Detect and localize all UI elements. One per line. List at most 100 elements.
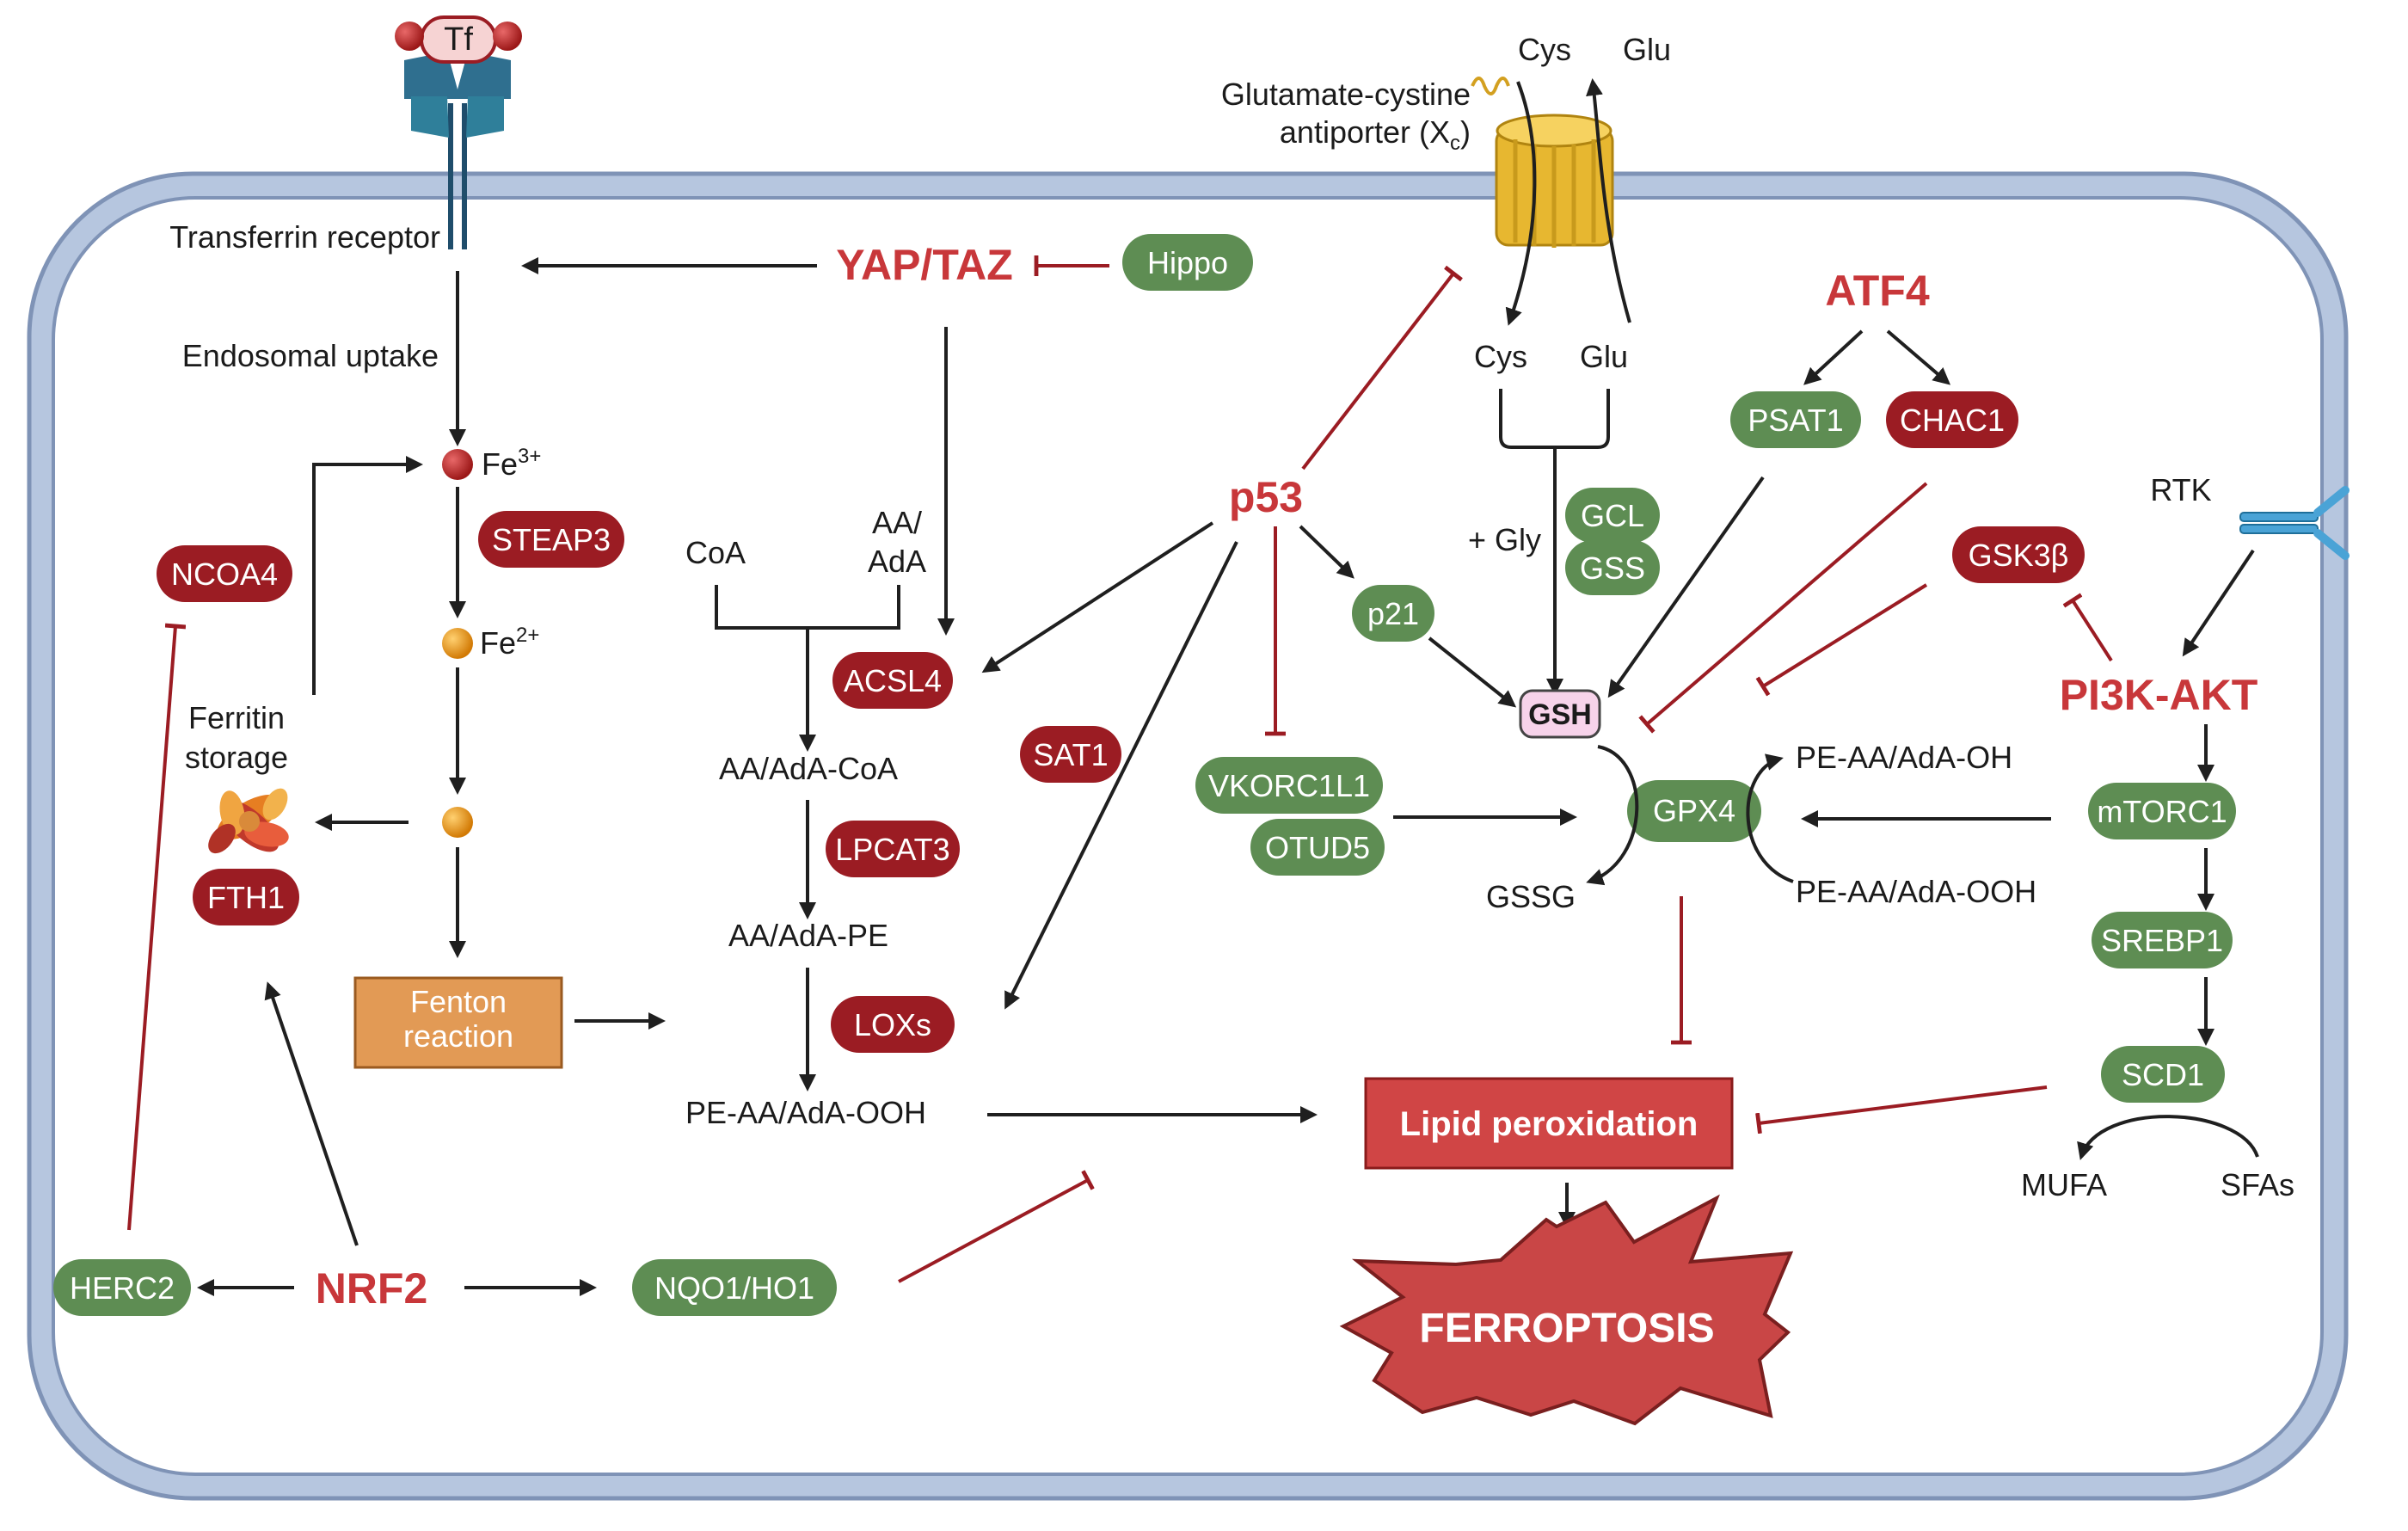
ferritin-label-line1: Ferritin	[188, 700, 285, 735]
mtorc1-pill: mTORC1	[2088, 783, 2236, 839]
herc2-label: HERC2	[70, 1270, 175, 1306]
aa-ada-pe-label: AA/AdA-PE	[728, 918, 888, 953]
cys-intracellular-label: Cys	[1474, 339, 1527, 374]
inhibit-gsk3b-gsh	[1755, 583, 1928, 697]
gsh-label: GSH	[1528, 698, 1592, 731]
steap3-label: STEAP3	[492, 522, 611, 557]
herc2-pill: HERC2	[53, 1259, 191, 1316]
scd1-label: SCD1	[2122, 1057, 2204, 1092]
sat1-pill: SAT1	[1020, 726, 1121, 783]
antiporter-icon	[1471, 77, 1614, 248]
antiporter-label-line1: Glutamate-cystine	[1221, 77, 1471, 112]
hippo-pill: Hippo	[1122, 234, 1253, 291]
rtk-receptor-icon	[2239, 486, 2350, 560]
psat1-label: PSAT1	[1748, 403, 1843, 438]
vkorc1l1-pill: VKORC1L1	[1195, 757, 1383, 814]
arrow-p21-to-gsh	[1428, 636, 1517, 708]
arrow-atf4-to-psat1	[1803, 329, 1864, 385]
fenton-reaction-box: Fenton reaction	[353, 976, 563, 1069]
fe2-ion-icon	[442, 628, 473, 659]
chac1-label: CHAC1	[1900, 403, 2005, 438]
aa-ada-label-line2: AdA	[868, 544, 926, 579]
arrow-gsh-to-gssg	[1586, 745, 1639, 886]
gcl-label: GCL	[1581, 498, 1644, 533]
srebp1-label: SREBP1	[2101, 923, 2223, 958]
mufa-label: MUFA	[2021, 1167, 2107, 1202]
gssg-label: GSSG	[1486, 879, 1576, 914]
p21-label: p21	[1367, 596, 1419, 631]
atf4-label: ATF4	[1825, 267, 1929, 315]
arrow-rtk-to-pi3k	[2182, 549, 2255, 657]
cytoplasm	[52, 196, 2324, 1476]
otud5-pill: OTUD5	[1250, 819, 1385, 876]
acsl4-pill: ACSL4	[832, 652, 953, 709]
ncoa4-pill: NCOA4	[157, 545, 292, 602]
fenton-label-line2: reaction	[403, 1018, 513, 1054]
arrow-ferritin-release-to-fe3	[312, 456, 423, 695]
pi3k-akt-label: PI3K-AKT	[2060, 671, 2258, 719]
nqo1-ho1-pill: NQO1/HO1	[632, 1259, 837, 1316]
pe-aa-ada-ooh-right-label: PE-AA/AdA-OOH	[1796, 874, 2036, 909]
pe-aa-ada-ooh-label: PE-AA/AdA-OOH	[685, 1095, 926, 1130]
arrow-p53-to-acsl4	[981, 521, 1214, 673]
coa-label: CoA	[685, 535, 746, 570]
gsh-box: GSH	[1519, 689, 1601, 739]
lipid-peroxidation-label: Lipid peroxidation	[1400, 1105, 1698, 1143]
ncoa4-label: NCOA4	[171, 556, 278, 592]
inhibit-scd1-lipid-peroxidation	[1755, 1085, 2048, 1134]
tf-label: Tf	[444, 22, 473, 58]
glu-intracellular-label: Glu	[1580, 339, 1628, 374]
aa-ada-coa-label: AA/AdA-CoA	[719, 751, 898, 786]
fth1-pill: FTH1	[193, 869, 299, 925]
loxs-label: LOXs	[854, 1007, 931, 1042]
fth1-label: FTH1	[207, 880, 285, 915]
yap-taz-label: YAP/TAZ	[836, 241, 1013, 289]
sfas-label: SFAs	[2221, 1167, 2294, 1202]
chac1-pill: CHAC1	[1886, 391, 2018, 448]
lipid-peroxidation-box: Lipid peroxidation	[1364, 1077, 1734, 1170]
cys-extracellular-label: Cys	[1518, 32, 1571, 67]
arrow-cys-import	[1505, 81, 1537, 326]
acsl4-label: ACSL4	[844, 663, 942, 698]
gsk3b-pill: GSK3β	[1952, 526, 2085, 583]
arrow-sfa-to-mufa	[2077, 1115, 2259, 1160]
antiporter-label-line2: antiporter (Xc)	[1280, 114, 1471, 155]
arrow-pe-ooh-to-pe-oh	[1746, 753, 1794, 883]
gly-label: + Gly	[1468, 522, 1541, 557]
arrow-p53-to-loxs	[1004, 541, 1238, 1010]
fe2-pool-icon	[442, 807, 473, 838]
ferroptosis-label: FERROPTOSIS	[1419, 1306, 1714, 1351]
inhibit-chac1-gsh	[1638, 482, 1928, 734]
srebp1-pill: SREBP1	[2092, 912, 2233, 968]
fe2-label: Fe2+	[480, 624, 539, 661]
fe3-ion-icon	[442, 449, 473, 480]
arrow-psat1-to-gsh	[1607, 476, 1765, 698]
otud5-label: OTUD5	[1265, 830, 1370, 865]
arrow-atf4-to-chac1	[1886, 329, 1951, 385]
aa-ada-label-line1: AA/	[872, 505, 922, 540]
arrow-p53-to-p21	[1299, 525, 1354, 579]
gpx4-label: GPX4	[1653, 793, 1735, 828]
gss-label: GSS	[1580, 550, 1645, 586]
gcl-pill: GCL	[1565, 488, 1660, 543]
inhibit-pi3k-gsk3b	[2062, 593, 2113, 662]
transferrin-icon: Tf	[395, 15, 522, 64]
pe-aa-ada-oh-label: PE-AA/AdA-OH	[1796, 740, 2012, 775]
scd1-pill: SCD1	[2101, 1046, 2225, 1103]
ferroptosis-star: FERROPTOSIS	[1339, 1194, 1794, 1426]
fenton-label-line1: Fenton	[410, 984, 507, 1019]
rtk-label: RTK	[2150, 472, 2211, 507]
sat1-label: SAT1	[1033, 737, 1108, 772]
arrow-glu-export	[1586, 78, 1631, 323]
ferritin-icon	[208, 788, 289, 854]
inhibit-nqo1-lipid-peroxidation	[898, 1170, 1095, 1283]
nrf2-label: NRF2	[316, 1264, 428, 1313]
psat1-pill: PSAT1	[1730, 391, 1861, 448]
hippo-label: Hippo	[1147, 245, 1228, 280]
inhibit-p53-antiporter	[1301, 265, 1463, 470]
nqo1-ho1-label: NQO1/HO1	[654, 1270, 814, 1306]
arrow-nrf2-to-fth1	[264, 981, 359, 1246]
glu-extracellular-label: Glu	[1623, 32, 1671, 67]
vkorc1l1-label: VKORC1L1	[1208, 768, 1370, 803]
